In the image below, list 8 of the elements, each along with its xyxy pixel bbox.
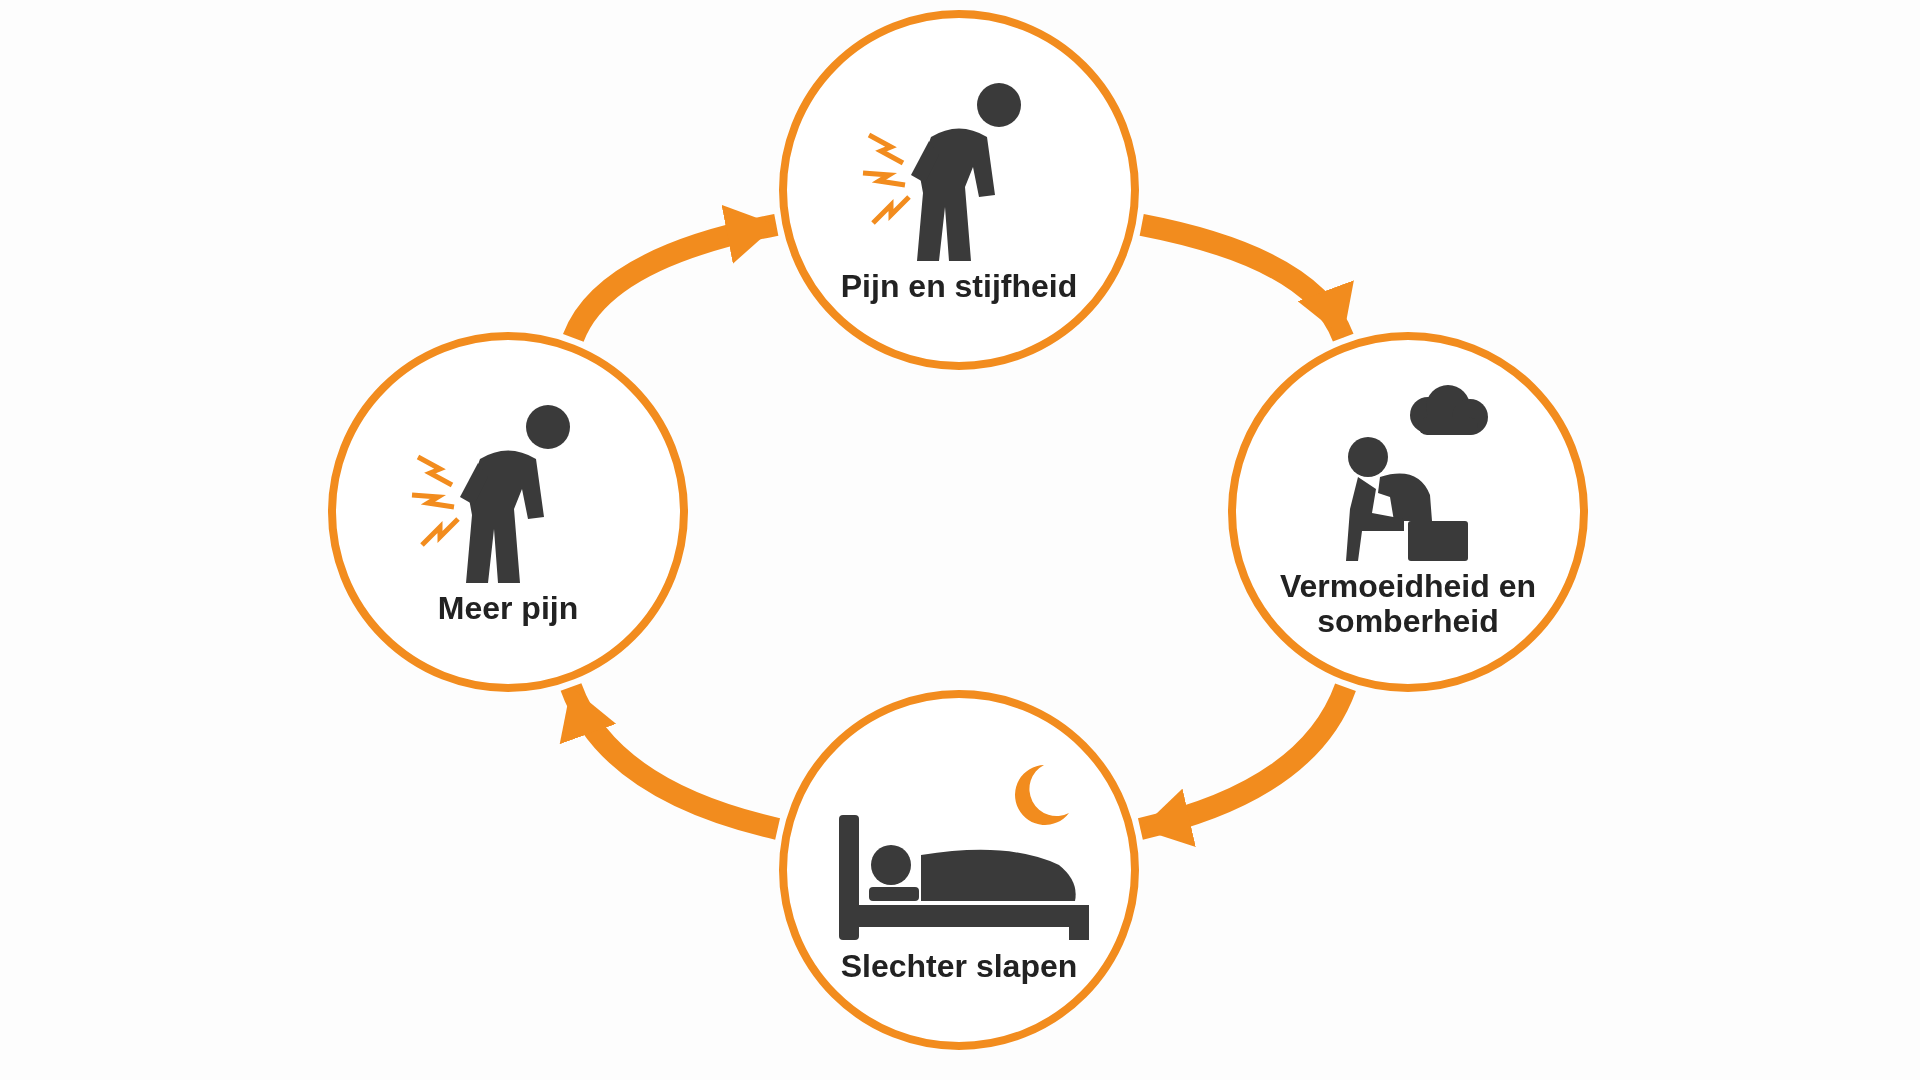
node-label: Meer pijn (437, 591, 579, 627)
arrow (563, 205, 779, 343)
arrow (1139, 214, 1354, 343)
node-label: Vermoeidheid en somberheid (1278, 568, 1538, 640)
node-label: Pijn en stijfheid (840, 269, 1078, 305)
arrow (1137, 682, 1356, 846)
arrow (560, 682, 781, 840)
node-label: Slechter slapen (840, 949, 1078, 985)
